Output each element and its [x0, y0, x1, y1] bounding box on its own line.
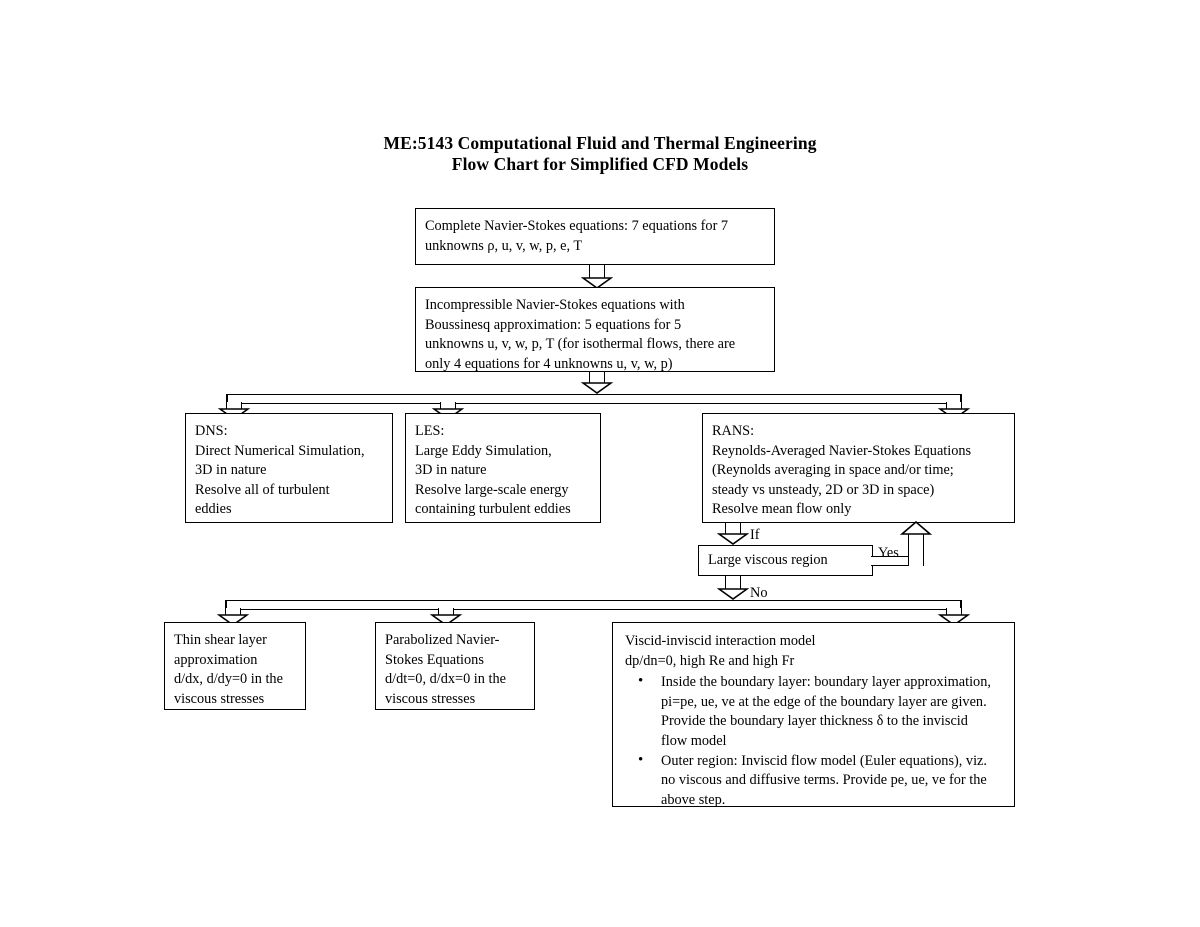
node-dns[interactable]: DNS: Direct Numerical Simulation, 3D in … — [185, 413, 393, 523]
bullet-line: flow model — [661, 732, 727, 749]
title-line-1: ME:5143 Computational Fluid and Thermal … — [383, 133, 817, 153]
node-line: 3D in nature — [415, 462, 487, 479]
connector-yes-horizontal — [871, 556, 916, 566]
edge-label-no: No — [750, 585, 768, 601]
node-viscid-inviscid-interaction[interactable]: Viscid-inviscid interaction model dp/dn=… — [612, 622, 1015, 811]
arrowhead-down-icon — [430, 614, 462, 626]
connector-shaft-complete-to-incompressible — [589, 265, 605, 279]
node-line: Direct Numerical Simulation, — [195, 442, 365, 459]
node-line: viscous stresses — [174, 690, 265, 707]
arrowhead-down-icon — [581, 382, 613, 394]
bullet-line: above step. — [661, 791, 726, 808]
page-title: ME:5143 Computational Fluid and Thermal … — [0, 133, 1200, 175]
node-line: Boussinesq approximation: 5 equations fo… — [425, 316, 682, 333]
node-line: Viscid-inviscid interaction model — [625, 633, 816, 649]
node-line: approximation — [174, 651, 258, 668]
list-item: Inside the boundary layer: boundary laye… — [638, 672, 1002, 751]
node-heading: RANS: — [712, 423, 755, 439]
node-line: Incompressible Navier-Stokes equations w… — [425, 297, 685, 313]
arrowhead-down-icon — [717, 588, 749, 600]
node-line: d/dx, d/dy=0 in the — [174, 671, 283, 688]
node-line: viscous stresses — [385, 690, 476, 707]
node-line: 3D in nature — [195, 462, 267, 479]
bullet-line: pi=pe, ue, ve at the edge of the boundar… — [661, 693, 987, 710]
title-line-2: Flow Chart for Simplified CFD Models — [451, 154, 749, 174]
arrowhead-down-icon — [717, 533, 749, 545]
node-line: Parabolized Navier- — [385, 632, 500, 648]
connector-shaft-to-les — [440, 402, 456, 410]
node-les[interactable]: LES: Large Eddy Simulation, 3D in nature… — [405, 413, 601, 523]
node-line: d/dt=0, d/dx=0 in the — [385, 671, 506, 688]
node-line: Resolve large-scale energy — [415, 481, 569, 498]
split-bar-right-cap — [960, 394, 962, 404]
bullet-list: Inside the boundary layer: boundary laye… — [625, 672, 1002, 811]
bullet-line: Inside the boundary layer: boundary laye… — [661, 674, 991, 691]
node-line: steady vs unsteady, 2D or 3D in space) — [712, 481, 935, 498]
arrowhead-up-icon — [900, 521, 932, 535]
bullet-line: Provide the boundary layer thickness δ t… — [661, 713, 968, 730]
node-line: unknowns u, v, w, p, T (for isothermal f… — [425, 336, 736, 353]
connector-shaft-to-viscid-inviscid — [946, 608, 962, 616]
bullet-line: Outer region: Inviscid flow model (Euler… — [661, 752, 987, 769]
edge-label-yes: Yes — [878, 545, 899, 561]
list-item: Outer region: Inviscid flow model (Euler… — [638, 751, 1002, 811]
edge-label-if: If — [750, 527, 760, 543]
node-heading: DNS: — [195, 423, 228, 439]
arrowhead-down-icon — [938, 614, 970, 626]
node-line: Large viscous region — [708, 552, 828, 568]
split-bar-simplified-models — [225, 600, 962, 610]
bullet-line: no viscous and diffusive terms. Provide … — [661, 772, 987, 789]
node-line: dp/dn=0, high Re and high Fr — [625, 652, 795, 669]
connector-yes-elbow-mask — [909, 557, 923, 565]
split-bar-bottom-right-cap — [960, 600, 962, 610]
node-heading: LES: — [415, 423, 445, 439]
connector-shaft-rans-to-decision — [725, 523, 741, 535]
connector-shaft-to-parabolized — [438, 608, 454, 616]
node-line: (Reynolds averaging in space and/or time… — [712, 462, 954, 479]
node-line: eddies — [195, 501, 232, 518]
node-line: unknowns ρ, u, v, w, p, e, T — [425, 237, 583, 254]
split-bar-turbulence-models — [226, 394, 962, 404]
node-line: Resolve all of turbulent — [195, 481, 330, 498]
node-line: containing turbulent eddies — [415, 501, 571, 518]
split-bar-left-cap — [226, 394, 228, 404]
node-line: Resolve mean flow only — [712, 501, 852, 518]
node-complete-navier-stokes[interactable]: Complete Navier-Stokes equations: 7 equa… — [415, 208, 775, 265]
node-line: Large Eddy Simulation, — [415, 442, 552, 459]
connector-shaft-to-rans — [946, 402, 962, 410]
node-line: Complete Navier-Stokes equations: 7 equa… — [425, 218, 729, 234]
node-line: Reynolds-Averaged Navier-Stokes Equation… — [712, 442, 972, 459]
connector-shaft-decision-no — [725, 576, 741, 590]
node-thin-shear-layer[interactable]: Thin shear layer approximation d/dx, d/d… — [164, 622, 306, 710]
arrowhead-down-icon — [217, 614, 249, 626]
node-line: Stokes Equations — [385, 651, 484, 668]
node-line: only 4 equations for 4 unknowns u, v, w,… — [425, 355, 673, 372]
node-incompressible-navier-stokes[interactable]: Incompressible Navier-Stokes equations w… — [415, 287, 775, 372]
node-parabolized-navier-stokes[interactable]: Parabolized Navier- Stokes Equations d/d… — [375, 622, 535, 710]
split-bar-bottom-left-cap — [225, 600, 227, 610]
node-large-viscous-region[interactable]: Large viscous region — [698, 545, 873, 576]
connector-shaft-to-thin-shear — [225, 608, 241, 616]
connector-shaft-incompressible-down — [589, 372, 605, 384]
node-rans[interactable]: RANS: Reynolds-Averaged Navier-Stokes Eq… — [702, 413, 1015, 523]
arrowhead-down-icon — [581, 277, 613, 289]
node-line: Thin shear layer — [174, 632, 267, 648]
connector-shaft-to-dns — [226, 402, 242, 410]
